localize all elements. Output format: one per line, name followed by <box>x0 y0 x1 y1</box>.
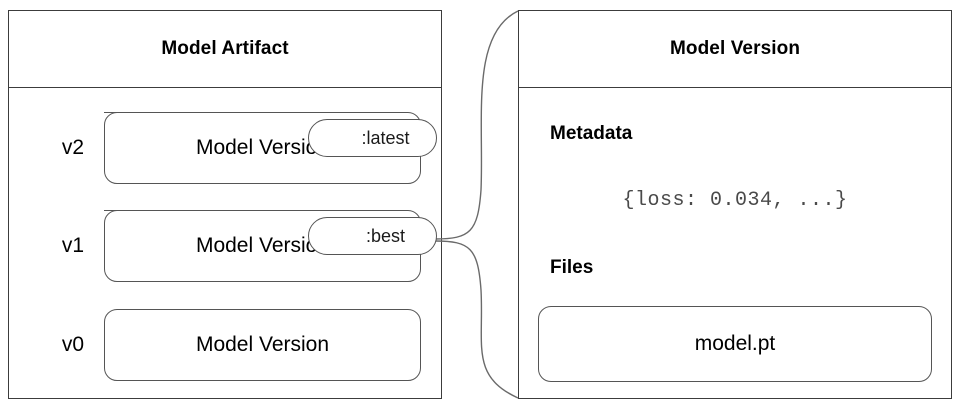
metadata-section-title: Metadata <box>550 123 633 144</box>
version-label-v2: v2 <box>61 136 85 159</box>
metadata-value: {loss: 0.034, ...} <box>622 189 848 212</box>
alias-tag-latest[interactable]: :latest <box>308 119 437 157</box>
version-row-v2: v2 Model Version :latest <box>9 112 441 184</box>
model-version-panel: Model Version Metadata {loss: 0.034, ...… <box>518 10 952 399</box>
connector-lower-curve <box>434 240 519 399</box>
model-artifact-body: v2 Model Version :latest v1 Model Versio… <box>9 88 441 398</box>
file-item-model-pt[interactable]: model.pt <box>538 306 932 382</box>
version-row-v1: v1 Model Version :best <box>9 210 441 282</box>
version-row-v0: v0 Model Version <box>9 309 441 381</box>
model-version-title: Model Version <box>519 11 951 88</box>
version-box-v0[interactable]: Model Version <box>104 309 421 381</box>
alias-tag-best[interactable]: :best <box>308 217 437 255</box>
files-section-title: Files <box>550 257 594 278</box>
alias-stem-best <box>104 210 310 212</box>
alias-stem-latest <box>104 112 310 114</box>
connector-upper-curve <box>434 10 519 240</box>
model-artifact-panel: Model Artifact v2 Model Version :latest … <box>8 10 442 399</box>
model-version-body: Metadata {loss: 0.034, ...} Files model.… <box>519 88 951 398</box>
version-label-v1: v1 <box>61 234 85 257</box>
model-artifact-title: Model Artifact <box>9 11 441 88</box>
version-label-v0: v0 <box>61 333 85 356</box>
